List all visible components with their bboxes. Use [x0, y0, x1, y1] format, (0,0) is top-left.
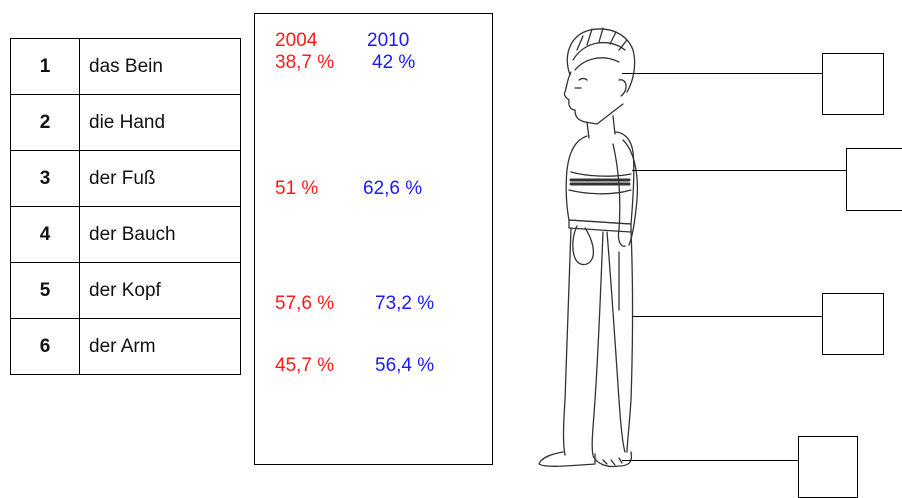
body-part-word: der Kopf — [79, 262, 241, 319]
row-number: 1 — [10, 38, 80, 95]
row-number: 5 — [10, 262, 80, 319]
value-2004: 51 % — [275, 178, 319, 199]
table-row: 4 der Bauch — [10, 206, 241, 263]
table-row: 2 die Hand — [10, 94, 241, 151]
pointer-line-chest — [632, 170, 846, 171]
answer-box-chest[interactable] — [846, 148, 902, 211]
table-row: 6 der Arm — [10, 318, 241, 375]
table-row: 1 das Bein — [10, 38, 241, 95]
answer-box-foot[interactable] — [798, 436, 858, 498]
statistics-box: 2004 2010 38,7 % 42 % 51 % 62,6 % 57,6 %… — [254, 13, 493, 465]
value-2004: 57,6 % — [275, 293, 335, 314]
body-part-word: der Arm — [79, 318, 241, 375]
answer-box-head[interactable] — [822, 53, 884, 115]
body-part-word: die Hand — [79, 94, 241, 151]
row-number: 3 — [10, 150, 80, 207]
value-2010: 73,2 % — [375, 293, 435, 314]
answer-box-leg[interactable] — [822, 293, 884, 355]
standing-man-sketch-icon — [538, 27, 639, 468]
value-2010: 62,6 % — [363, 178, 423, 199]
pointer-line-foot — [622, 460, 798, 461]
row-number: 6 — [10, 318, 80, 375]
table-row: 3 der Fuß — [10, 150, 241, 207]
row-number: 2 — [10, 94, 80, 151]
value-2004: 45,7 % — [275, 355, 335, 376]
value-2010: 42 % — [372, 52, 416, 73]
year-2010-label: 2010 — [367, 30, 410, 51]
vocabulary-table: 1 das Bein 2 die Hand 3 der Fuß 4 der Ba… — [10, 38, 241, 375]
value-2010: 56,4 % — [375, 355, 435, 376]
pointer-line-head — [622, 73, 822, 74]
value-2004: 38,7 % — [275, 52, 335, 73]
table-row: 5 der Kopf — [10, 262, 241, 319]
year-2004-label: 2004 — [275, 30, 318, 51]
body-part-word: der Bauch — [79, 206, 241, 263]
body-part-word: das Bein — [79, 38, 241, 95]
pointer-line-leg — [632, 316, 822, 317]
row-number: 4 — [10, 206, 80, 263]
body-part-word: der Fuß — [79, 150, 241, 207]
